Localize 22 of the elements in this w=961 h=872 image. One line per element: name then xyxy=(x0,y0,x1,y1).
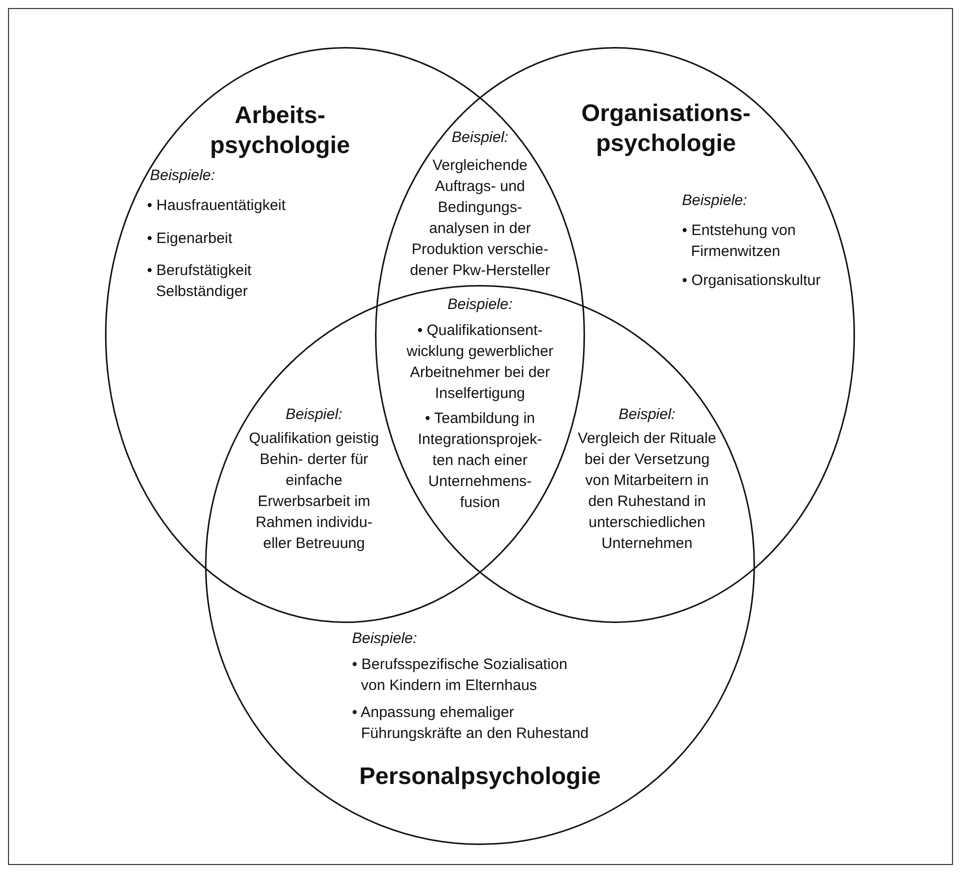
section-heading: Organisations- psychologie xyxy=(580,99,752,159)
examples-heading: Beispiele: xyxy=(352,629,418,649)
example-text: • Qualifikationsent- wicklung gewerblicher Arbeitnehmer bei der Inselfertigung xyxy=(406,321,554,404)
examples-heading: Beispiel: xyxy=(450,128,510,148)
section-heading: Personalpsychologie xyxy=(358,762,602,792)
examples-heading: Beispiele: xyxy=(446,295,514,315)
examples-heading: Beispiel: xyxy=(618,405,676,425)
example-item: • Berufsspezifische Sozialisation von Kindern im Elternhaus xyxy=(352,655,568,696)
example-item: • Entstehung von Firmenwitzen xyxy=(682,221,797,262)
examples-heading: Beispiele: xyxy=(682,191,748,211)
example-item: • Anpassung ehemaliger Führungskräfte an den Ruhestand xyxy=(352,703,590,744)
example-text: Vergleich der Rituale bei der Versetzung von Mitarbeitern in den Ruhestand in unterschiedlichen Unternehmen xyxy=(577,429,717,554)
example-item: • Eigenarbeit xyxy=(147,229,234,249)
example-item: • Organisationskultur xyxy=(682,271,822,291)
example-text: Qualifikation geistig Behin- derter für einfache Erwerbsarbeit im Rahmen individu- eller Betreuung xyxy=(248,429,380,554)
example-item: • Hausfrauentätigkeit xyxy=(147,196,287,216)
examples-heading: Beispiele: xyxy=(150,166,216,186)
examples-heading: Beispiel: xyxy=(284,405,344,425)
example-text: Vergleichende Auftrags- und Bedingungs- analysen in der Produktion verschie- dener Pkw-Hersteller xyxy=(408,156,552,281)
example-item: • Berufstätigkeit Selbständiger xyxy=(147,261,252,302)
example-text: • Teambildung in Integrationsprojek- ten nach einer Unternehmens- fusion xyxy=(416,409,544,513)
section-heading: Arbeits- psychologie xyxy=(208,101,352,161)
